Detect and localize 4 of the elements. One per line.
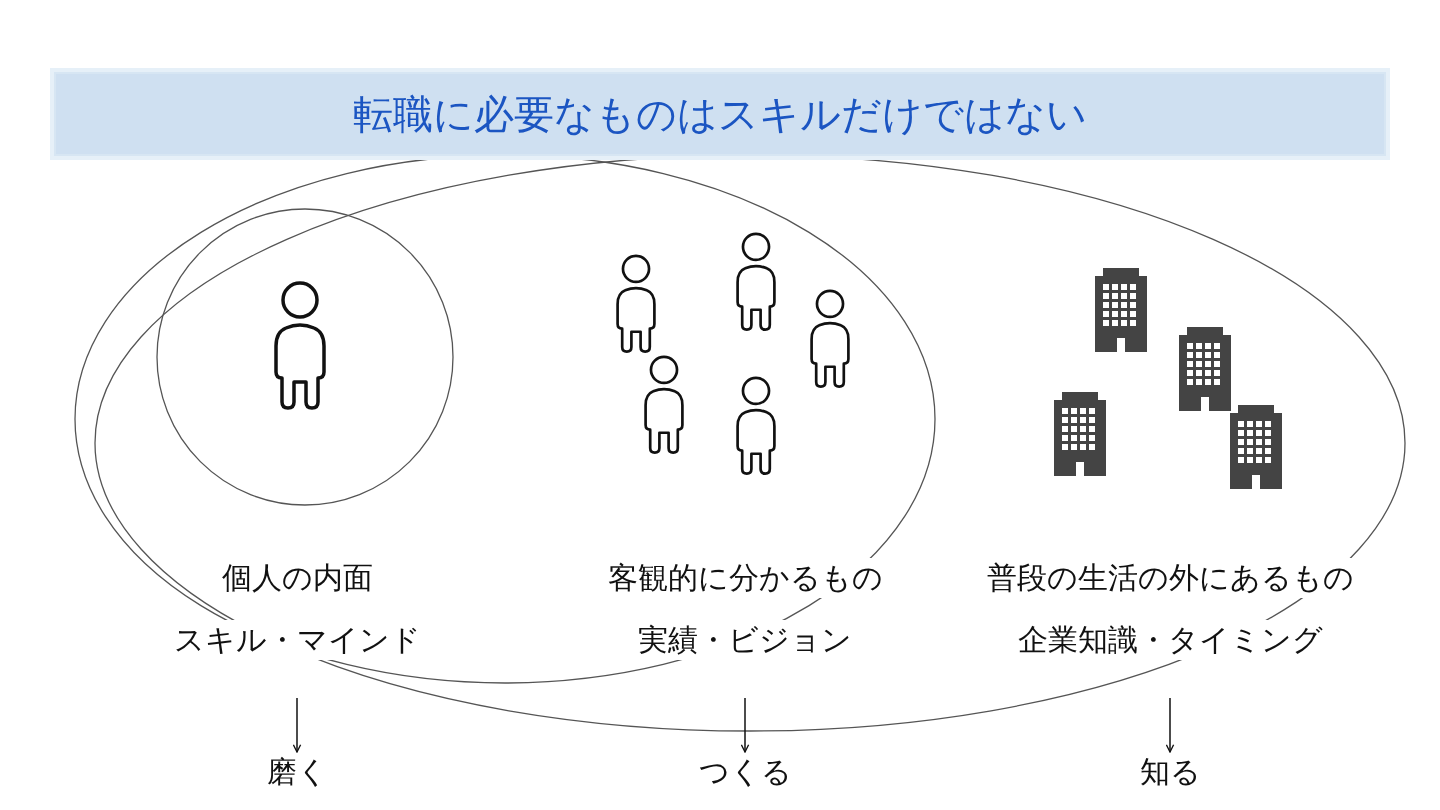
title: 転職に必要なものはスキルだけではない (353, 89, 1087, 139)
arrow (740, 697, 750, 753)
arrow (292, 697, 302, 753)
arrow (1165, 697, 1175, 753)
